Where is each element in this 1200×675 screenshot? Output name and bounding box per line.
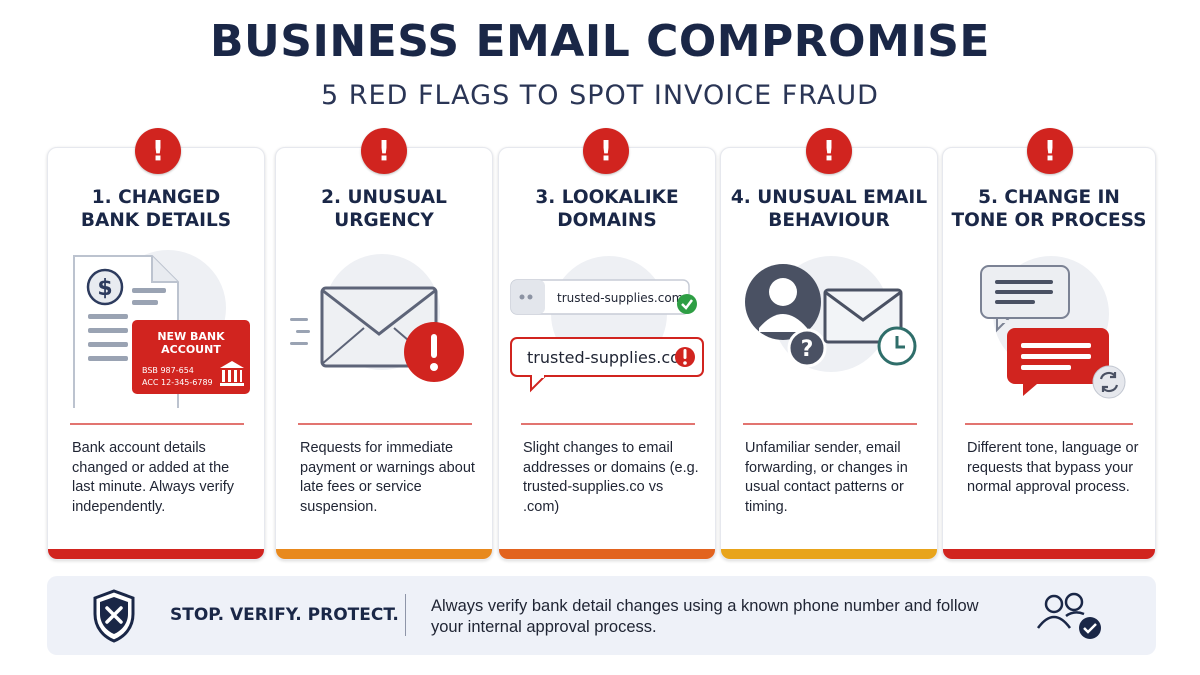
card-divider xyxy=(70,423,244,425)
footer-message: Always verify bank detail changes using … xyxy=(431,597,979,636)
card-title: 3. LOOKALIKE DOMAINS xyxy=(505,186,709,232)
red-flag-card-4: 4. UNUSUAL EMAIL BEHAVIOUR ? Unfamiliar … xyxy=(720,147,938,560)
exclamation-icon: ! xyxy=(1027,128,1073,174)
shield-x-icon xyxy=(93,589,135,643)
check-circle-icon xyxy=(677,294,697,314)
legit-domain-text: trusted-supplies.com xyxy=(557,291,683,305)
card-title-line: 3. LOOKALIKE xyxy=(535,187,679,208)
card-title-line: BEHAVIOUR xyxy=(768,210,890,231)
card-title-line: TONE OR PROCESS xyxy=(951,210,1147,231)
card-accent-bar xyxy=(48,549,264,559)
card-title-line: 5. CHANGE IN xyxy=(978,187,1120,208)
exclamation-icon: ! xyxy=(135,128,181,174)
card-divider xyxy=(965,423,1133,425)
red-flag-card-3: 3. LOOKALIKE DOMAINS trusted-supplies.co… xyxy=(498,147,716,560)
card-description: Unfamiliar sender, email forwarding, or … xyxy=(745,440,908,515)
card-accent-bar xyxy=(499,549,715,559)
red-flag-card-1: 1. CHANGED BANK DETAILS $ NEW BANK ACCOU… xyxy=(47,147,265,560)
svg-text:?: ? xyxy=(801,337,814,362)
card-title-line: URGENCY xyxy=(334,210,434,231)
alert-circle-icon xyxy=(675,347,695,367)
bsb-number: BSB 987-654 xyxy=(142,366,194,375)
card-title: 5. CHANGE IN TONE OR PROCESS xyxy=(949,186,1149,232)
red-flag-card-5: 5. CHANGE IN TONE OR PROCESS Different t… xyxy=(942,147,1156,560)
exclamation-icon: ! xyxy=(583,128,629,174)
unknown-sender-icon: ? xyxy=(745,256,917,372)
card-description: Requests for immediate payment or warnin… xyxy=(300,440,475,515)
card-divider xyxy=(743,423,917,425)
footer-divider xyxy=(405,594,406,636)
page-subtitle: 5 RED FLAGS TO SPOT INVOICE FRAUD xyxy=(321,80,879,111)
card-title: 4. UNUSUAL EMAIL BEHAVIOUR xyxy=(727,186,931,232)
invoice-document-icon: $ NEW BANK ACCOUNT BSB 987-654 ACC 12-34… xyxy=(73,250,250,408)
chat-bubbles-icon xyxy=(980,256,1126,399)
exclamation-icon: ! xyxy=(806,128,852,174)
card-accent-bar xyxy=(943,549,1155,559)
card-title-line: 4. UNUSUAL EMAIL xyxy=(730,187,928,208)
footer-banner: STOP. VERIFY. PROTECT. Always verify ban… xyxy=(47,576,1156,655)
account-number: ACC 12-345-6789 xyxy=(142,378,213,387)
card-description: Bank account details changed or added at… xyxy=(72,440,234,515)
fake-domain-text: trusted-supplies.co xyxy=(527,348,680,367)
card-title-line: DOMAINS xyxy=(557,210,657,231)
card-title-line: BANK DETAILS xyxy=(80,210,232,231)
card-description: Slight changes to email addresses or dom… xyxy=(523,440,699,515)
red-flag-cards: 1. CHANGED BANK DETAILS $ NEW BANK ACCOU… xyxy=(47,147,1156,560)
bank-building-icon xyxy=(220,361,244,386)
card-divider xyxy=(298,423,472,425)
new-bank-label: NEW BANK xyxy=(157,330,225,343)
page-title: BUSINESS EMAIL COMPROMISE xyxy=(210,16,990,67)
card-accent-bar xyxy=(276,549,492,559)
currency-symbol: $ xyxy=(97,276,112,301)
verified-users-icon xyxy=(1036,592,1101,639)
new-bank-label: ACCOUNT xyxy=(161,343,221,356)
card-title: 1. CHANGED BANK DETAILS xyxy=(54,186,258,232)
red-flag-card-2: 2. UNUSUAL URGENCY Requests for immediat… xyxy=(275,147,493,560)
card-accent-bar xyxy=(721,549,937,559)
lookalike-domain-illustration: trusted-supplies.com trusted-supplies.co xyxy=(510,256,704,393)
card-divider xyxy=(521,423,695,425)
card-description: Different tone, language or requests tha… xyxy=(967,440,1139,495)
card-title: 2. UNUSUAL URGENCY xyxy=(282,186,486,232)
envelope-alert-icon xyxy=(290,254,464,382)
card-title-line: 2. UNUSUAL xyxy=(321,187,447,208)
exclamation-icon: ! xyxy=(361,128,407,174)
card-title-line: 1. CHANGED xyxy=(91,187,221,208)
footer-slogan: STOP. VERIFY. PROTECT. xyxy=(170,605,399,625)
